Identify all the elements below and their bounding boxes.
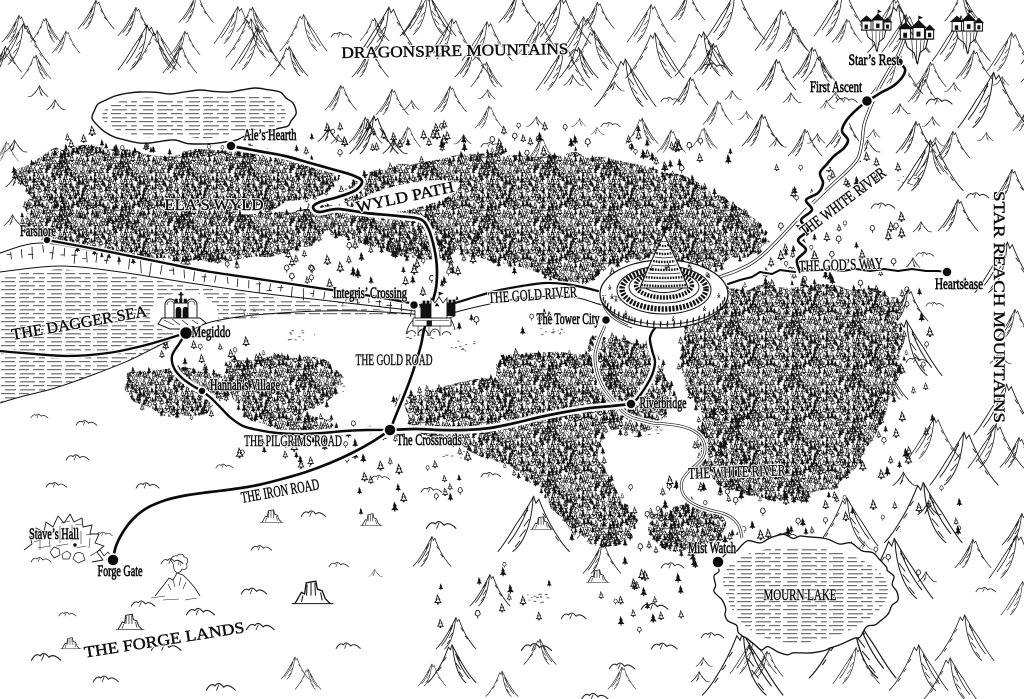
svg-text:First Ascent: First Ascent — [810, 79, 862, 96]
svg-text:MOURN LAKE: MOURN LAKE — [764, 587, 837, 604]
svg-text:Farshore: Farshore — [20, 223, 56, 240]
svg-text:Integris’ Crossing: Integris’ Crossing — [333, 285, 407, 302]
svg-text:THE PILGRIMS ROAD: THE PILGRIMS ROAD — [244, 433, 342, 450]
svg-text:THE GOLD RIVER: THE GOLD RIVER — [488, 284, 578, 307]
svg-text:The Crossroads: The Crossroads — [397, 432, 462, 449]
svg-text:ELA’S WYLD: ELA’S WYLD — [165, 197, 264, 214]
svg-text:Ale’s Hearth: Ale’s Hearth — [244, 127, 297, 144]
svg-text:ELA’S WYLD: ELA’S WYLD — [165, 197, 264, 214]
svg-text:Forge Gate: Forge Gate — [98, 563, 143, 580]
svg-text:Mist Watch: Mist Watch — [688, 540, 736, 557]
svg-text:The Tower City: The Tower City — [537, 311, 600, 328]
svg-text:Star’s Rest: Star’s Rest — [849, 52, 900, 69]
svg-text:STAR REACH MOUNTAINS: STAR REACH MOUNTAINS — [990, 191, 1007, 423]
svg-text:THE GOD’S WAY: THE GOD’S WAY — [799, 256, 884, 276]
svg-text:Heartsease: Heartsease — [935, 276, 983, 293]
svg-text:THE WHITE RIVER: THE WHITE RIVER — [688, 462, 786, 482]
svg-text:THE GOLD ROAD: THE GOLD ROAD — [356, 352, 433, 369]
svg-text:The Tower City: The Tower City — [537, 311, 600, 328]
svg-text:Mist Watch: Mist Watch — [688, 540, 736, 557]
svg-text:THE GOLD ROAD: THE GOLD ROAD — [356, 352, 433, 369]
svg-text:Star’s Rest: Star’s Rest — [849, 52, 900, 69]
svg-text:DRAGONSPIRE MOUNTAINS: DRAGONSPIRE MOUNTAINS — [341, 41, 568, 62]
svg-text:STAR REACH MOUNTAINS: STAR REACH MOUNTAINS — [990, 191, 1007, 423]
svg-text:First Ascent: First Ascent — [810, 79, 862, 96]
svg-text:Riverbridge: Riverbridge — [640, 395, 687, 412]
svg-text:THE WHITE RIVER: THE WHITE RIVER — [688, 462, 786, 482]
svg-text:THE GOD’S WAY: THE GOD’S WAY — [799, 256, 884, 276]
svg-text:Riverbridge: Riverbridge — [640, 395, 687, 412]
svg-text:Stave’s Hall: Stave’s Hall — [29, 526, 79, 543]
svg-text:Ale’s Hearth: Ale’s Hearth — [244, 127, 297, 144]
svg-text:Stave’s Hall: Stave’s Hall — [29, 526, 79, 543]
svg-text:The Crossroads: The Crossroads — [397, 432, 462, 449]
svg-text:Heartsease: Heartsease — [935, 276, 983, 293]
svg-text:Hannah’s Village: Hannah’s Village — [210, 377, 280, 394]
svg-text:Integris’ Crossing: Integris’ Crossing — [333, 285, 407, 302]
svg-text:Hannah’s Village: Hannah’s Village — [210, 377, 280, 394]
svg-text:Farshore: Farshore — [20, 223, 56, 240]
svg-text:THE PILGRIMS ROAD: THE PILGRIMS ROAD — [244, 433, 342, 450]
svg-text:Megiddo: Megiddo — [192, 324, 231, 341]
svg-text:DRAGONSPIRE MOUNTAINS: DRAGONSPIRE MOUNTAINS — [341, 41, 568, 62]
svg-text:Forge Gate: Forge Gate — [98, 563, 143, 580]
svg-text:Megiddo: Megiddo — [192, 324, 231, 341]
svg-text:MOURN LAKE: MOURN LAKE — [764, 587, 837, 604]
